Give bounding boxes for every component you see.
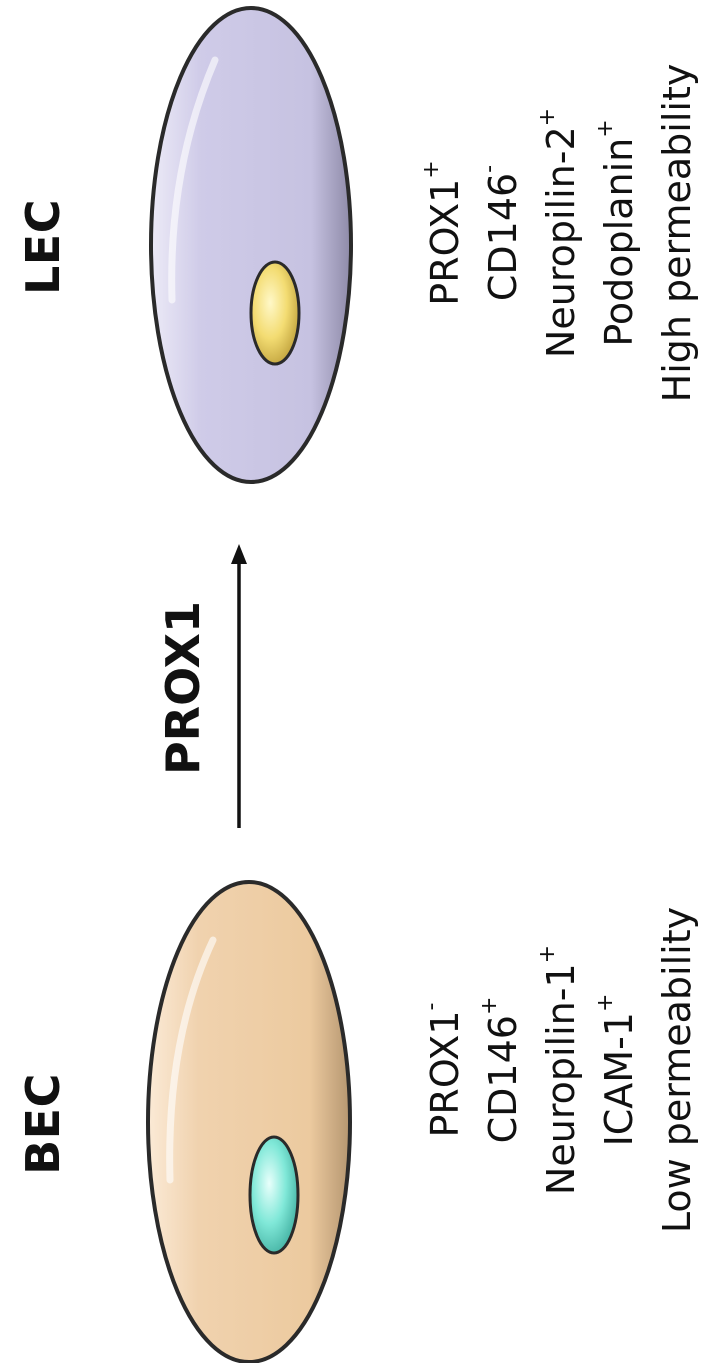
lec-marker: Neuropilin-2+ xyxy=(532,64,590,403)
bec-marker: Low permeability xyxy=(648,907,704,1233)
bec-marker: Neuropilin-1+ xyxy=(532,907,590,1233)
lec-marker: PROX1+ xyxy=(416,64,474,403)
lec-marker-list: PROX1+ CD146- Neuropilin-2+ Podoplanin+ … xyxy=(416,64,704,403)
bec-marker: PROX1- xyxy=(416,907,474,1233)
lec-label: LEC xyxy=(16,199,70,295)
differentiation-arrow xyxy=(231,544,247,828)
bec-cell xyxy=(148,882,350,1362)
bec-label: BEC xyxy=(16,1073,70,1175)
lec-nucleus xyxy=(251,262,299,364)
lec-cell xyxy=(151,8,351,482)
bec-marker: ICAM-1+ xyxy=(590,907,648,1233)
lec-marker: Podoplanin+ xyxy=(590,64,648,403)
transition-label: PROX1 xyxy=(156,601,210,775)
bec-marker: CD146+ xyxy=(474,907,532,1233)
lec-marker: CD146- xyxy=(474,64,532,403)
lec-marker: High permeability xyxy=(648,64,704,403)
bec-marker-list: PROX1- CD146+ Neuropilin-1+ ICAM-1+ Low … xyxy=(416,907,704,1233)
bec-nucleus xyxy=(250,1137,298,1253)
